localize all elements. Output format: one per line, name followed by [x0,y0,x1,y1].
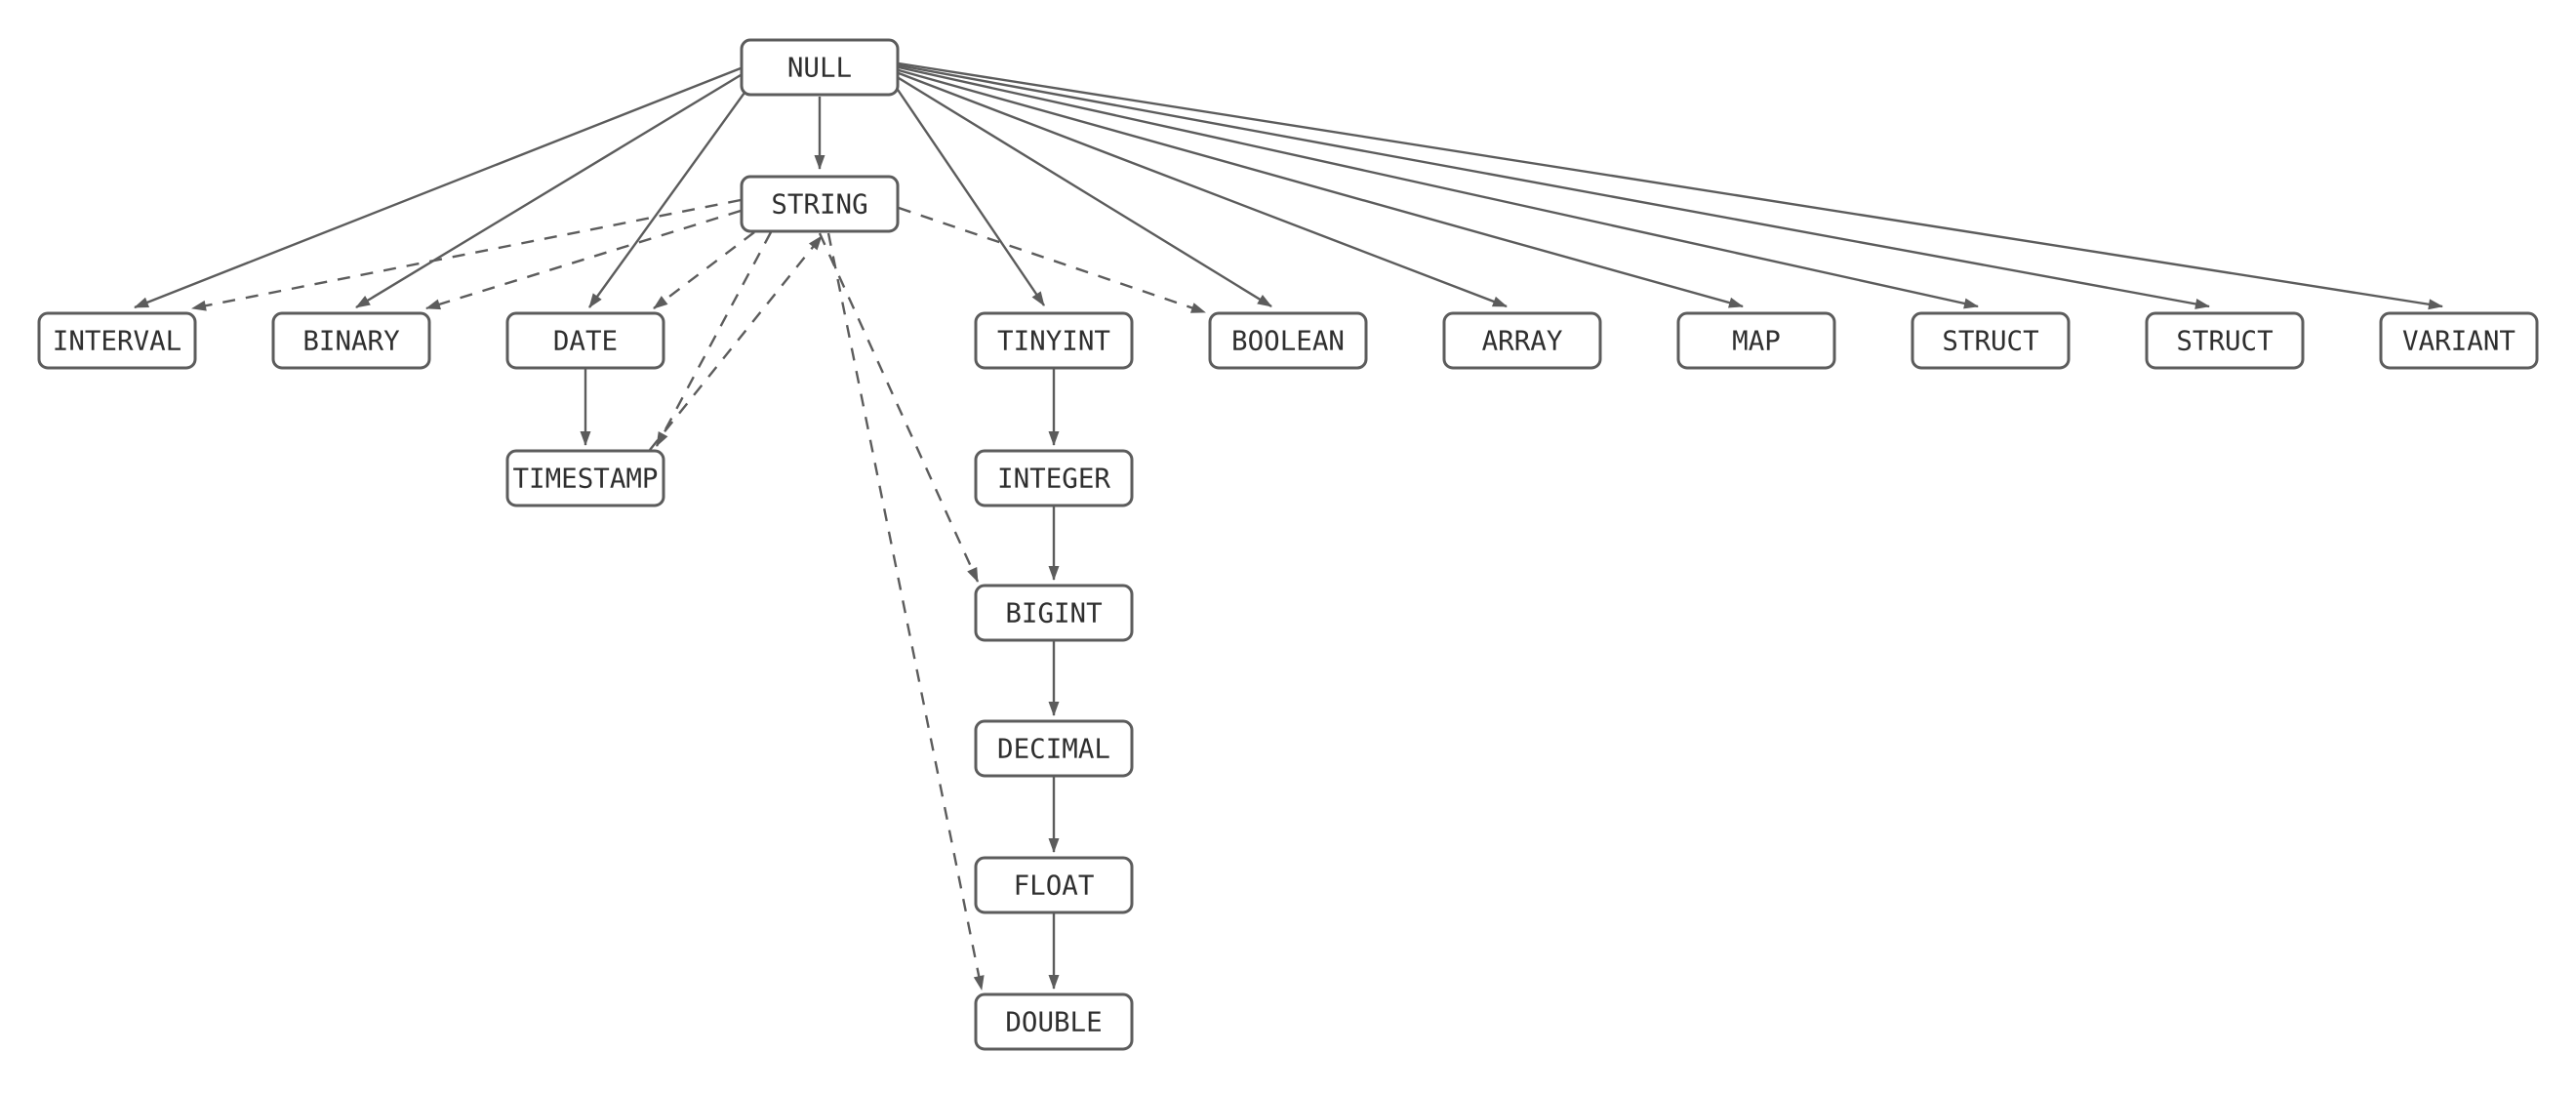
node-binary: BINARY [271,311,431,370]
node-label-binary: BINARY [302,326,400,357]
node-struct1: STRUCT [1911,311,2071,370]
node-float: FLOAT [974,856,1134,914]
node-label-boolean: BOOLEAN [1231,326,1345,357]
node-box-double [974,992,1134,1051]
edge-string-to-bigint [818,232,980,583]
node-label-tinyint: TINYINT [997,326,1110,357]
node-null: NULL [740,38,900,97]
node-box-binary [271,311,431,370]
node-label-null: NULL [787,53,852,84]
edge-null-to-tinyint [893,83,1045,306]
node-label-float: FLOAT [1014,870,1095,902]
node-date: DATE [505,311,665,370]
edge-null-to-map [898,68,1744,308]
edge-null-to-struct2 [898,63,2210,309]
edge-null-to-variant [898,61,2443,310]
node-bigint: BIGINT [974,584,1134,642]
node-label-struct2: STRUCT [2176,326,2273,357]
node-box-string [740,175,900,233]
node-label-struct1: STRUCT [1942,326,2038,357]
edge-string-to-timestamp [655,231,773,447]
node-label-variant: VARIANT [2402,326,2516,357]
node-box-variant [2379,311,2539,370]
node-label-array: ARRAY [1482,326,1563,357]
node-box-struct2 [2145,311,2305,370]
edge-string-to-date [653,231,755,309]
node-box-decimal [974,719,1134,778]
edge-timestamp-to-string [649,235,823,451]
edge-null-to-date [588,92,745,308]
edge-string-to-interval [191,198,742,311]
node-integer: INTEGER [974,449,1134,507]
node-label-double: DOUBLE [1005,1007,1102,1038]
node-box-map [1676,311,1836,370]
nodes-layer: NULL STRING INTERVAL BINARY DATE TINYINT BOOLE… [37,38,2539,1051]
node-struct2: STRUCT [2145,311,2305,370]
node-double: DOUBLE [974,992,1134,1051]
edge-string-to-boolean [898,206,1206,314]
edge-string-to-double [826,232,985,991]
node-box-null [740,38,900,97]
node-label-map: MAP [1732,326,1781,357]
node-timestamp: TIMESTAMP [505,449,665,507]
node-label-decimal: DECIMAL [997,734,1110,765]
edge-null-to-boolean [898,76,1272,308]
node-label-interval: INTERVAL [53,326,181,357]
node-box-boolean [1208,311,1368,370]
edge-null-to-interval [134,66,742,309]
node-label-integer: INTEGER [997,464,1110,495]
node-string: STRING [740,175,900,233]
node-variant: VARIANT [2379,311,2539,370]
edge-null-to-array [898,71,1508,308]
node-box-tinyint [974,311,1134,370]
node-array: ARRAY [1442,311,1602,370]
node-box-bigint [974,584,1134,642]
node-interval: INTERVAL [37,311,197,370]
node-label-timestamp: TIMESTAMP [512,464,658,495]
node-label-bigint: BIGINT [1005,598,1102,629]
node-box-integer [974,449,1134,507]
node-label-date: DATE [553,326,618,357]
edges-layer [134,61,2443,991]
node-box-date [505,311,665,370]
node-box-array [1442,311,1602,370]
node-label-string: STRING [771,189,867,221]
node-decimal: DECIMAL [974,719,1134,778]
node-box-interval [37,311,197,370]
edge-null-to-binary [355,73,742,309]
node-tinyint: TINYINT [974,311,1134,370]
edge-null-to-struct1 [898,65,1979,309]
node-map: MAP [1676,311,1836,370]
node-boolean: BOOLEAN [1208,311,1368,370]
edge-string-to-binary [425,209,742,310]
node-box-struct1 [1911,311,2071,370]
node-box-float [974,856,1134,914]
node-box-timestamp [505,449,665,507]
